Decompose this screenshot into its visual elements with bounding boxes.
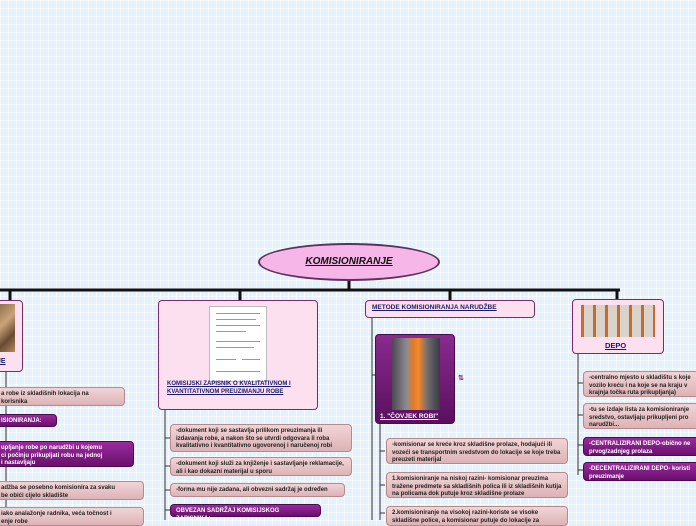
covjek-robi-label: 1. "ČOVJEK ROBI" <box>380 413 439 420</box>
zapisnik-item-4[interactable]: OBVEZAN SADRŽAJ KOMISIJSKOG ZAPISNIKA: <box>170 504 321 522</box>
left-branch-card[interactable]: JE <box>0 300 23 372</box>
depo-title: DEPO <box>605 341 627 350</box>
document-image <box>209 306 267 382</box>
left-item-4[interactable]: adžba se posebno komisionira za svaku be… <box>0 481 144 500</box>
zapisnik-item-2[interactable]: -dokument koji služi za knjiženje i sast… <box>170 457 352 476</box>
root-node[interactable]: KOMISIONIRANJE <box>258 243 440 281</box>
left-branch-label: JE <box>0 358 6 365</box>
depo-item-2[interactable]: -tu se izdaje lista za komisioniranje sr… <box>583 403 696 429</box>
shelves-image <box>581 305 655 337</box>
left-item-5[interactable]: iako analažonje radnika, veća točnost i … <box>0 507 144 526</box>
metode-title[interactable]: METODE KOMISIONIRANJA NARUDŽBE <box>365 300 535 318</box>
zapisnik-item-3[interactable]: -forma mu nije zadana, ali obvezni sadrž… <box>170 483 345 497</box>
depo-card[interactable]: DEPO <box>572 299 664 354</box>
metode-item-3[interactable]: 2.komisioniranje na visokoj razini-koris… <box>386 506 568 526</box>
zapisnik-item-1[interactable]: -dokument koji se sastavlja prilikom pre… <box>170 424 352 452</box>
worker-image <box>392 338 440 410</box>
covjek-robi-card[interactable]: 1. "ČOVJEK ROBI" <box>375 334 455 424</box>
root-title: KOMISIONIRANJE <box>305 255 393 267</box>
metode-title-text: METODE KOMISIONIRANJA NARUDŽBE <box>372 304 497 311</box>
zapisnik-title: KOMISIJSKI ZAPISNIK O KVALITATIVNOM I KV… <box>167 381 291 395</box>
warehouse-image <box>0 304 15 352</box>
depo-item-4[interactable]: -DECENTRALIZIRANI DEPO- koristi preuzima… <box>583 462 696 481</box>
link-icon[interactable]: ⇅ <box>458 375 464 382</box>
zapisnik-card[interactable]: KOMISIJSKI ZAPISNIK O KVALITATIVNOM I KV… <box>158 300 318 410</box>
left-item-2[interactable]: ISIONIRANJA: <box>0 414 57 427</box>
metode-item-2[interactable]: 1.komisioniranje na niskoj razini- komis… <box>386 472 568 498</box>
depo-item-3[interactable]: -CENTRALIZIRANI DEPO-obično ne prvog/zad… <box>583 437 696 456</box>
left-item-1[interactable]: a robe iz skladišnih lokacija na korisni… <box>0 387 125 406</box>
metode-item-1[interactable]: -komisionar se kreće kroz skladišne prol… <box>386 438 568 464</box>
left-item-3[interactable]: upljanje robe po narudžbi u kojemu ci po… <box>0 441 134 467</box>
depo-item-1[interactable]: -centralno mjesto u skladištu s koje voz… <box>583 371 696 397</box>
